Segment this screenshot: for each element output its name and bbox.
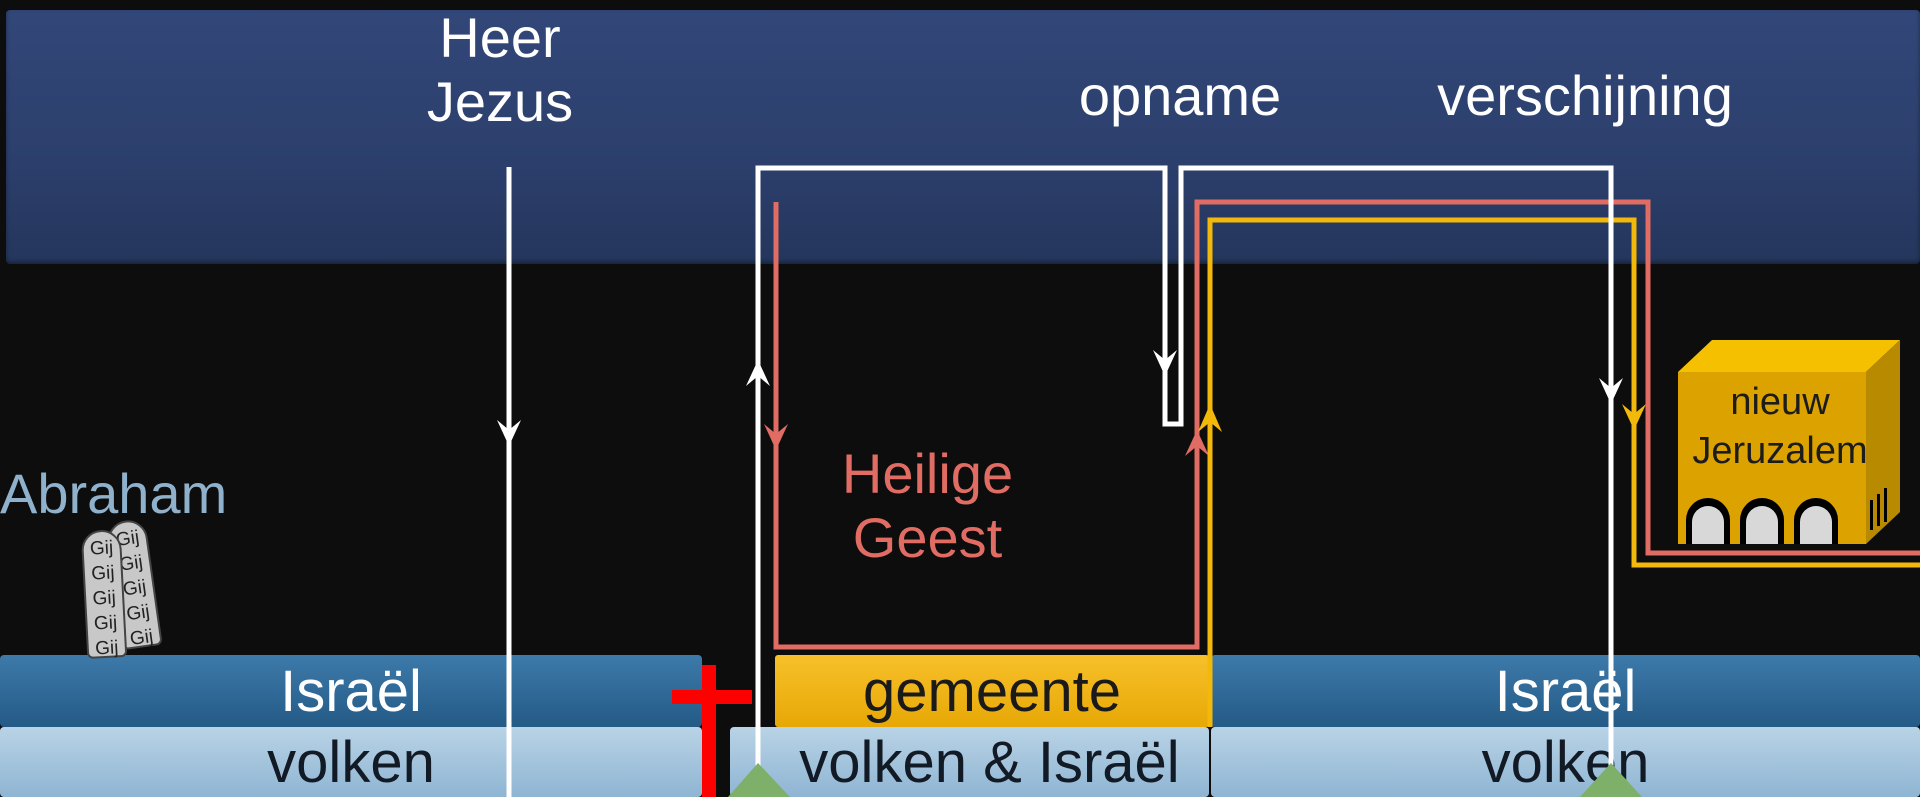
mount-olives-icon-left — [728, 763, 790, 797]
israel-label-left: Israël — [280, 658, 422, 724]
jezus-arrow-icon — [497, 420, 521, 446]
heilige-geest-label: Heilige Geest — [841, 442, 1014, 570]
nieuw-jeruzalem-label: nieuw Jeruzalem — [1692, 381, 1868, 472]
gemeente-up-arrow-icon — [1198, 404, 1222, 432]
gemeente-down-arrow-icon — [1622, 404, 1646, 430]
jerusalem-cube-top — [1678, 340, 1900, 372]
opname-label: opname — [1078, 64, 1282, 127]
israel-band-left: Israël — [0, 655, 702, 727]
gemeente-label: gemeente — [863, 658, 1121, 724]
opname-line — [755, 165, 1614, 797]
cross-bar — [672, 690, 752, 704]
cross-icon — [702, 665, 716, 797]
holy-spirit-to-jerusalem-line — [1194, 199, 1920, 556]
mount-olives-icon-right — [1580, 763, 1642, 797]
abraham-label: Abraham — [0, 462, 228, 525]
volken-israel-band: volken & Israël — [730, 727, 1209, 797]
opname-down-arrow-icon — [1153, 350, 1177, 376]
opname-up-arrow-icon — [746, 360, 770, 386]
volken-label-left: volken — [267, 729, 435, 795]
gemeente-line — [1207, 217, 1920, 727]
holy-spirit-up-arrow-icon — [1185, 430, 1209, 456]
volken-israel-label: volken & Israël — [799, 729, 1180, 795]
holy-spirit-line — [773, 202, 1200, 650]
verschijning-label: verschijning — [1437, 64, 1733, 127]
holy-spirit-down-arrow-icon — [764, 424, 788, 450]
verschijning-down-arrow-icon — [1599, 378, 1623, 404]
volken-band-left: volken — [0, 727, 702, 797]
heer-jezus-label: Heer Jezus — [426, 6, 574, 134]
jerusalem-cube-side — [1866, 340, 1900, 544]
gemeente-band: gemeente — [775, 655, 1209, 727]
